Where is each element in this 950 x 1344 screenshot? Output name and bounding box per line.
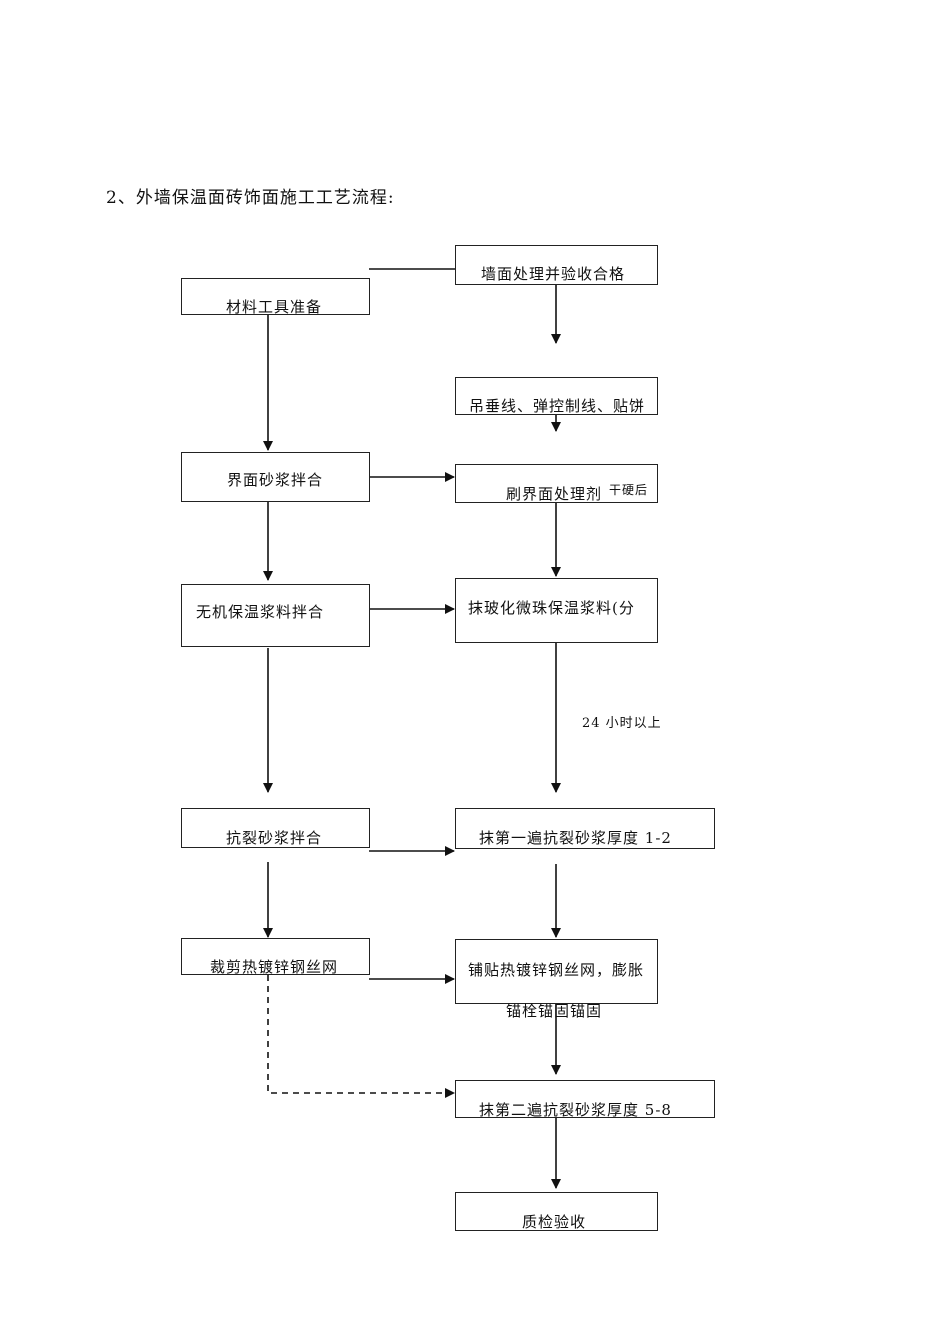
box-wall-check: [455, 245, 658, 285]
label-apply-insulation: 抹玻化微珠保温浆料(分: [468, 599, 635, 617]
box-apply-insulation: [455, 578, 658, 643]
label-interface-mortar: 界面砂浆拌合: [227, 471, 324, 489]
label-second-crack-coat: 抹第二遍抗裂砂浆厚度 5-8: [479, 1101, 672, 1119]
label-crack-mortar: 抗裂砂浆拌合: [226, 829, 323, 847]
label-mesh-cut: 裁剪热镀锌钢丝网: [210, 958, 339, 976]
box-mesh-cut: [181, 938, 370, 975]
label-interface-agent-note: 干硬后: [609, 483, 649, 497]
label-wait-note: 24 小时以上: [582, 716, 662, 731]
box-material-prep: [181, 278, 370, 315]
label-wall-check: 墙面处理并验收合格: [481, 265, 626, 283]
box-crack-mortar: [181, 808, 370, 848]
box-second-crack-coat: [455, 1080, 715, 1118]
label-insulation-mortar: 无机保温浆料拌合: [196, 603, 325, 621]
label-mesh-fix-line1: 铺贴热镀锌钢丝网，膨胀: [468, 961, 645, 979]
box-first-crack-coat: [455, 808, 715, 849]
box-plumb-line: [455, 377, 658, 415]
label-material-prep: 材料工具准备: [226, 298, 323, 316]
arrow-dashed: [267, 975, 455, 1098]
box-interface-agent: [455, 464, 658, 503]
box-inspection: [455, 1192, 658, 1231]
label-interface-agent: 刷界面处理剂: [506, 485, 603, 503]
box-mesh-fix: [455, 939, 658, 1004]
page-heading: 2、外墙保温面砖饰面施工工艺流程:: [106, 188, 395, 208]
box-insulation-mortar: [181, 584, 370, 647]
label-inspection: 质检验收: [522, 1213, 587, 1231]
label-plumb-line: 吊垂线、弹控制线、贴饼: [469, 397, 646, 415]
label-mesh-fix-line2: 锚栓锚固锚固: [506, 1002, 603, 1020]
box-interface-mortar: [181, 452, 370, 502]
label-first-crack-coat: 抹第一遍抗裂砂浆厚度 1-2: [479, 829, 672, 847]
